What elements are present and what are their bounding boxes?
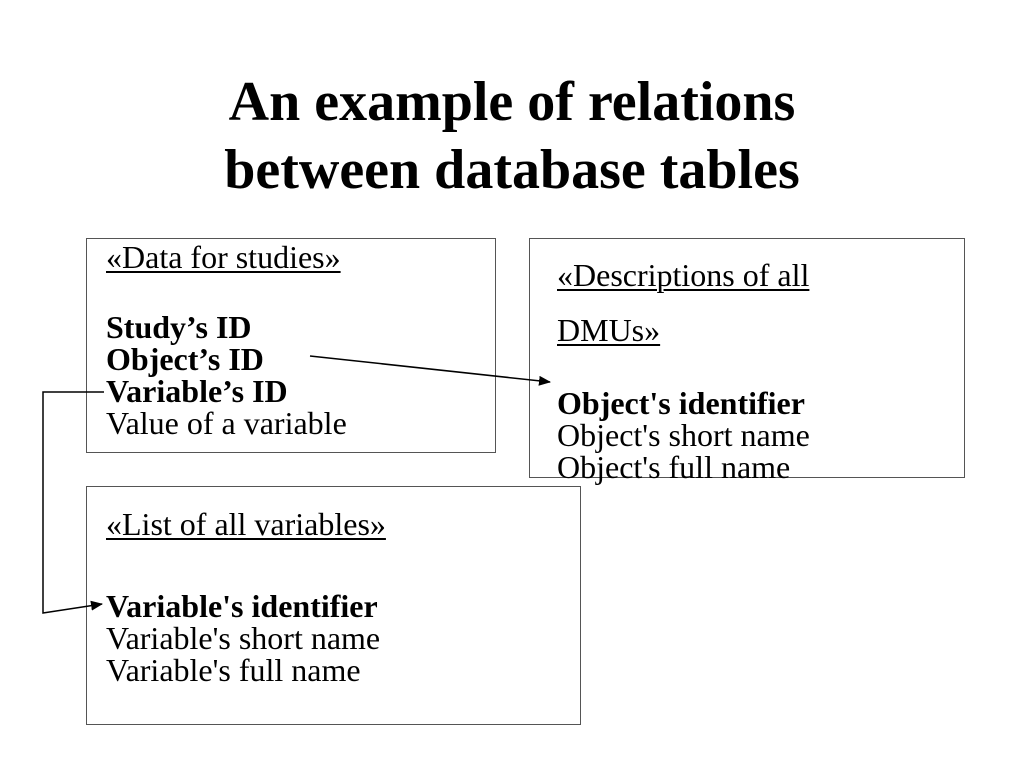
table-heading: «Data for studies» <box>106 239 341 275</box>
field-variable-value: Value of a variable <box>106 405 347 441</box>
field-object-id: Object’s ID <box>106 341 264 377</box>
field-study-id: Study’s ID <box>106 309 252 345</box>
field-variable-full-name: Variable's full name <box>106 652 361 688</box>
table-heading: «List of all variables» <box>106 506 386 542</box>
field-variable-identifier: Variable's identifier <box>106 588 378 624</box>
field-object-identifier: Object's identifier <box>557 385 805 421</box>
slide-title-line-2: between database tables <box>224 139 800 201</box>
spacer <box>106 540 580 590</box>
spacer <box>557 349 964 387</box>
field-variable-id: Variable’s ID <box>106 373 288 409</box>
table-dmu-descriptions: «Descriptions of all DMUs» Object's iden… <box>529 238 965 483</box>
table-variables-list: «List of all variables» Variable's ident… <box>86 486 581 725</box>
field-variable-short-name: Variable's short name <box>106 620 381 656</box>
slide-title: An example of relations between database… <box>0 68 1024 204</box>
table-heading-line-2: DMUs» <box>557 312 661 348</box>
table-data-for-studies: «Data for studies» Study’s ID Object’s I… <box>86 238 496 453</box>
field-object-full-name: Object's full name <box>557 449 791 485</box>
spacer <box>106 273 495 311</box>
slide-title-line-1: An example of relations <box>228 71 796 133</box>
field-object-short-name: Object's short name <box>557 417 810 453</box>
table-heading-line-1: «Descriptions of all <box>557 257 810 293</box>
